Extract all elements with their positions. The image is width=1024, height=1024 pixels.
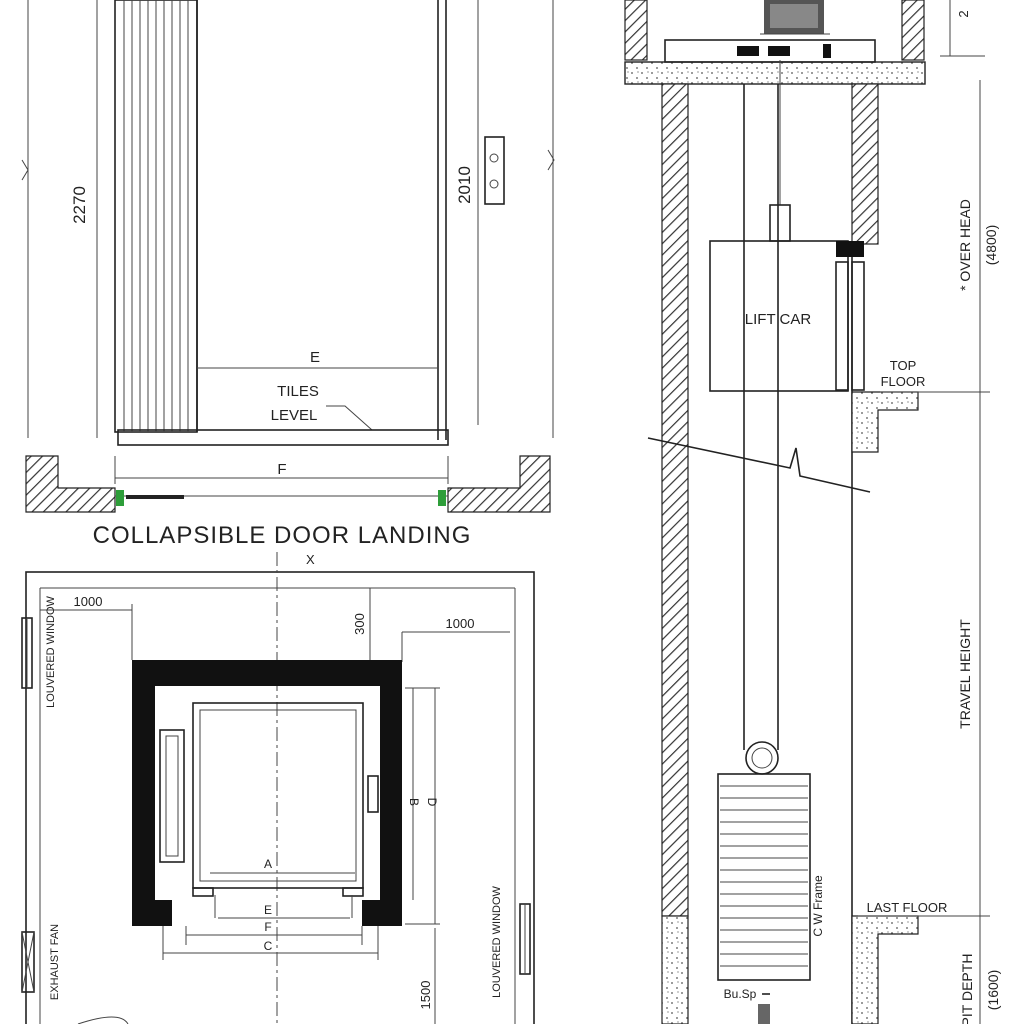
dim-top-label: 2 <box>956 10 971 17</box>
buffer-label: Bu.Sp <box>724 987 757 1001</box>
last-floor-label: LAST FLOOR <box>867 900 948 915</box>
louvered-window-left: LOUVERED WINDOW <box>45 595 57 707</box>
louvered-window-right: LOUVERED WINDOW <box>491 885 503 997</box>
top-floor-label-1: TOP <box>890 358 917 373</box>
travel-height-label: TRAVEL HEIGHT <box>957 619 973 729</box>
dim-e-plan: E <box>264 903 272 917</box>
cw-frame-label: C W Frame <box>811 875 825 937</box>
door-elevation <box>21 0 555 513</box>
axis-x-label: X <box>306 552 315 567</box>
dim-e-label: E <box>310 349 320 366</box>
pit-depth-label: PIT DEPTH <box>959 954 975 1024</box>
dim-f-label: F <box>277 461 286 478</box>
dim-b: B <box>407 798 421 806</box>
dim-2010-label: 2010 <box>455 166 474 204</box>
lift-car-label: LIFT CAR <box>745 311 812 328</box>
dim-d-right: D <box>425 798 439 807</box>
tiles-label-1: TILES <box>277 383 319 400</box>
machine-room-plan <box>21 552 535 1024</box>
top-floor-label-2: FLOOR <box>881 374 926 389</box>
dim-1500: 1500 <box>418 981 433 1010</box>
dim-f-plan: F <box>264 920 271 934</box>
collapsible-door-title: COLLAPSIBLE DOOR LANDING <box>93 522 472 549</box>
over-head-label: * OVER HEAD <box>957 199 973 291</box>
exhaust-fan-label: EXHAUST FAN <box>49 924 61 1000</box>
dim-a: A <box>264 857 272 871</box>
dim-300: 300 <box>352 613 367 635</box>
dim-1000-left: 1000 <box>74 594 103 609</box>
over-head-value: (4800) <box>983 225 999 265</box>
dim-c-plan: C <box>264 939 273 953</box>
pit-depth-value: (1600) <box>985 970 1001 1010</box>
tiles-label-2: LEVEL <box>271 407 318 424</box>
dim-2270-label: 2270 <box>70 186 89 224</box>
dim-1000-right: 1000 <box>446 616 475 631</box>
lift-shaft-section: 2 <box>624 0 990 1024</box>
